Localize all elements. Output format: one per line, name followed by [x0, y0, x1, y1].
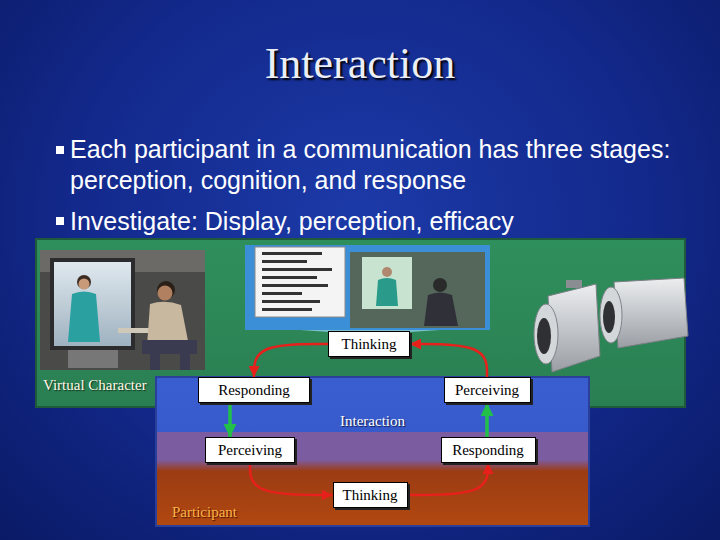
screen-capture — [362, 257, 412, 309]
lab-photo — [142, 340, 197, 354]
stage-box: Responding — [441, 437, 536, 463]
cycle-arrow — [410, 344, 487, 377]
lab-photo — [158, 286, 173, 301]
screen-capture — [262, 308, 312, 311]
screen-capture — [300, 330, 440, 332]
screen-capture — [262, 300, 320, 303]
lab-photo — [50, 258, 135, 350]
stage-label: Thinking — [335, 335, 403, 353]
camera — [603, 301, 615, 333]
screen-capture — [262, 252, 322, 255]
lab-photo — [40, 250, 205, 370]
stage-box: Perceiving — [444, 377, 531, 403]
stage-box: Thinking — [333, 482, 408, 508]
camera — [537, 318, 551, 354]
screen-capture — [262, 276, 317, 279]
lab-photo — [180, 352, 190, 370]
band-heading: Interaction — [157, 412, 588, 430]
screen-capture — [424, 293, 458, 327]
screen-capture — [262, 260, 307, 263]
stage-box: Thinking — [328, 331, 410, 357]
camera — [566, 280, 582, 288]
stage-label: Perceiving — [451, 381, 524, 399]
stage-box: Perceiving — [205, 437, 295, 463]
cycle-arrow — [254, 344, 328, 377]
stage-label: Perceiving — [212, 441, 288, 459]
camera — [600, 287, 622, 343]
lab-photo — [40, 250, 205, 370]
band-heading: Virtual Character — [43, 376, 147, 394]
screen-capture — [376, 278, 398, 306]
stage-label: Thinking — [340, 486, 401, 504]
screen-capture — [245, 245, 490, 332]
screen-capture — [262, 268, 332, 271]
bullet-marker — [56, 217, 64, 225]
bullet-text: Each participant in a communication has … — [70, 134, 680, 196]
bullet-text: Investigate: Display, perception, effica… — [70, 206, 680, 237]
lab-photo — [79, 279, 90, 290]
cycle-arrow — [408, 463, 489, 495]
cycle-arrow — [250, 463, 333, 495]
camera — [534, 278, 688, 372]
camera — [614, 278, 688, 348]
camera — [534, 304, 558, 364]
lab-photo — [54, 262, 131, 346]
band-heading: Participant — [172, 503, 237, 521]
screen-capture — [382, 267, 392, 277]
bullet-marker — [56, 146, 64, 225]
lab-photo — [118, 328, 152, 333]
stage-box: Responding — [198, 377, 310, 403]
screen-capture — [255, 247, 345, 317]
flow-arrow — [228, 403, 232, 437]
lab-photo — [147, 302, 189, 346]
stage-label: Responding — [448, 441, 529, 459]
screen-capture — [262, 292, 302, 295]
stage-label: Responding — [205, 381, 303, 399]
screen-capture — [262, 284, 328, 287]
lab-photo — [68, 350, 118, 368]
lab-photo — [68, 292, 100, 343]
screen-capture — [350, 252, 485, 328]
bullet-marker — [56, 146, 64, 154]
flow-arrow — [485, 403, 489, 437]
slide-title: Interaction — [0, 38, 720, 90]
lab-photo — [150, 352, 160, 370]
screen-capture — [245, 245, 490, 330]
screen-capture — [433, 278, 447, 292]
lab-photo — [77, 275, 91, 289]
participant-band: Perceiving RespondingThinkingParticipant — [157, 432, 588, 525]
